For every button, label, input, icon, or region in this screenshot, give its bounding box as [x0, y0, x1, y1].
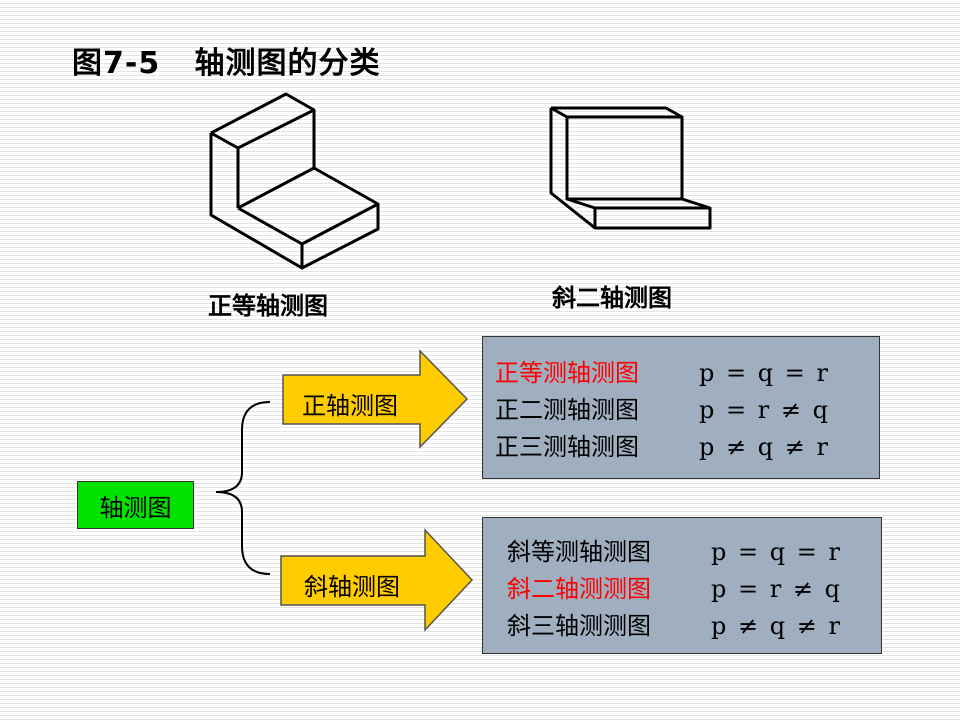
type-row: 正二测轴测图 p = r ≠ q — [495, 392, 879, 429]
type-name: 斜三轴测测图 — [507, 612, 651, 640]
type-name: 正等测轴测图 — [495, 359, 639, 387]
type-name: 斜等测轴测图 — [507, 538, 651, 566]
type-formula: p ≠ q ≠ r — [699, 433, 830, 461]
type-formula: p ≠ q ≠ r — [711, 612, 842, 640]
oblique-types-panel: 斜等测轴测图 p = q = r 斜二轴测测图 p = r ≠ q 斜三轴测测图 p … — [482, 517, 882, 654]
type-name: 斜二轴测测图 — [507, 575, 651, 603]
arrow-xie — [280, 528, 474, 632]
type-formula: p = q = r — [699, 359, 830, 387]
type-row: 斜等测轴测图 p = q = r — [507, 534, 881, 571]
type-row: 斜二轴测测图 p = r ≠ q — [507, 571, 881, 608]
type-formula: p = r ≠ q — [711, 575, 842, 603]
arrow-zheng — [282, 349, 469, 449]
root-node-box: 轴测图 — [77, 481, 194, 529]
type-name: 正三测轴测图 — [495, 433, 639, 461]
type-formula: p = r ≠ q — [699, 396, 830, 424]
type-row: 斜三轴测测图 p ≠ q ≠ r — [507, 608, 881, 645]
caption-oblique: 斜二轴测图 — [552, 284, 672, 312]
branch-label-zheng: 正轴测图 — [302, 392, 398, 420]
brace — [215, 401, 271, 575]
isometric-l-bracket-drawing — [209, 92, 380, 270]
caption-isometric: 正等轴测图 — [208, 292, 328, 320]
root-node-label: 轴测图 — [99, 493, 172, 522]
type-name: 正二测轴测图 — [495, 396, 639, 424]
page-title: 图7-5 轴测图的分类 — [72, 46, 381, 81]
orthographic-types-panel: 正等测轴测图 p = q = r 正二测轴测图 p = r ≠ q 正三测轴测图 p … — [482, 336, 880, 479]
branch-label-xie: 斜轴测图 — [304, 573, 400, 601]
type-formula: p = q = r — [711, 538, 842, 566]
type-row: 正等测轴测图 p = q = r — [495, 355, 879, 392]
type-row: 正三测轴测图 p ≠ q ≠ r — [495, 429, 879, 466]
oblique-l-bracket-drawing — [549, 106, 712, 230]
